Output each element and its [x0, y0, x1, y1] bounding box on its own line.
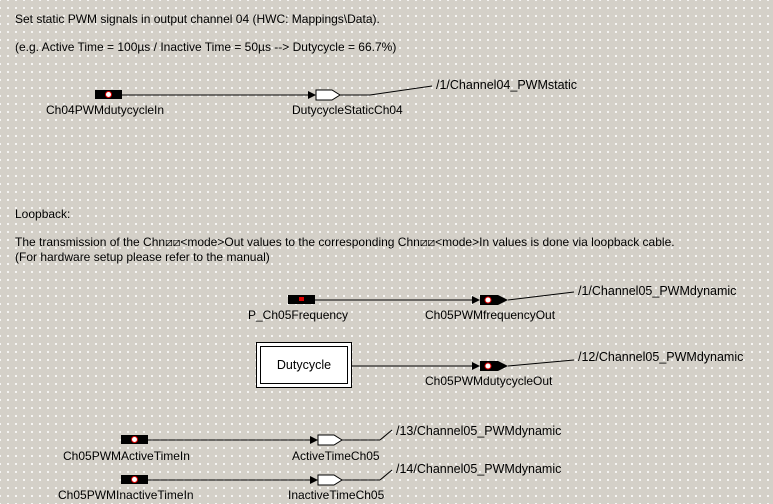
output-port-frequency[interactable]	[480, 291, 575, 305]
label-active-in: Ch05PWMActiveTimeIn	[63, 449, 190, 463]
label-ch04-in: Ch04PWMdutycycleIn	[46, 103, 165, 117]
description-line-2: (e.g. Active Time = 100µs / Inactive Tim…	[15, 40, 397, 54]
parameter-block-frequency[interactable]	[288, 295, 315, 304]
parameter-icon	[299, 297, 304, 301]
loopback-line-2: (For hardware setup please refer to the …	[15, 250, 270, 264]
path-active-time: /13/Channel05_PWMdynamic	[396, 424, 562, 438]
input-port-ch04-dutycycle[interactable]	[95, 90, 122, 99]
label-inactive-out: InactiveTimeCh05	[288, 488, 385, 502]
port-icon	[105, 91, 112, 98]
output-port-inactive-time[interactable]	[317, 469, 393, 486]
loopback-heading: Loopback:	[15, 207, 71, 221]
port-icon	[131, 436, 138, 443]
label-dutycycle-out: Ch05PWMdutycycleOut	[425, 374, 553, 388]
output-port-dutycycle-static[interactable]	[315, 85, 433, 101]
path-frequency: /1/Channel05_PWMdynamic	[578, 284, 737, 298]
input-port-active-time[interactable]	[121, 435, 148, 444]
path-channel04: /1/Channel04_PWMstatic	[436, 78, 578, 92]
dutycycle-subsystem-label: Dutycycle	[276, 358, 332, 372]
loopback-line-1: The transmission of the Chn⧄⧄<mode>Out v…	[15, 235, 675, 249]
output-port-active-time[interactable]	[317, 429, 393, 446]
description-line-1: Set static PWM signals in output channel…	[15, 12, 380, 26]
label-ch04-out: DutycycleStaticCh04	[292, 103, 403, 117]
label-frequency-param: P_Ch05Frequency	[248, 308, 349, 322]
port-icon	[131, 476, 138, 483]
label-inactive-in: Ch05PWMInactiveTimeIn	[58, 488, 194, 502]
path-inactive-time: /14/Channel05_PWMdynamic	[396, 462, 562, 476]
label-active-out: ActiveTimeCh05	[292, 449, 380, 463]
input-port-inactive-time[interactable]	[121, 475, 148, 484]
path-dutycycle: /12/Channel05_PWMdynamic	[578, 350, 744, 364]
output-port-dutycycle[interactable]	[480, 359, 575, 371]
label-frequency-out: Ch05PWMfrequencyOut	[425, 308, 556, 322]
dutycycle-subsystem[interactable]: Dutycycle	[256, 342, 352, 388]
